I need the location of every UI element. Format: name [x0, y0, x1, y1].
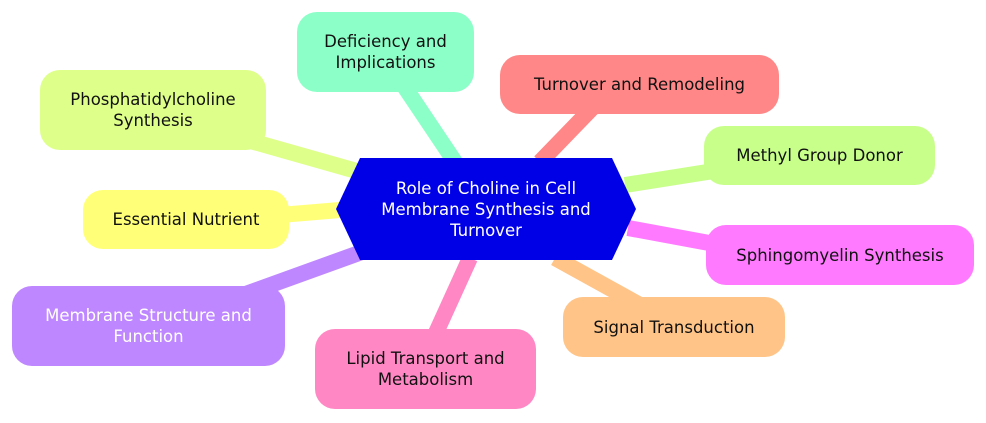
central-node-label: Role of Choline in Cell Membrane Synthes… — [381, 178, 591, 240]
branch-label: Signal Transduction — [593, 317, 755, 337]
branch-label: Membrane Structure and Function — [45, 306, 252, 346]
branch-label: Phosphatidylcholine Synthesis — [70, 90, 236, 130]
branch-node-signal-transduction[interactable]: Signal Transduction — [563, 297, 785, 357]
branch-node-phosphatidylcholine-synthesis[interactable]: Phosphatidylcholine Synthesis — [40, 70, 266, 150]
branch-label: Sphingomyelin Synthesis — [736, 245, 944, 265]
branch-node-membrane-structure-and-function[interactable]: Membrane Structure and Function — [12, 286, 285, 366]
connector-methyl — [623, 162, 722, 193]
branch-node-essential-nutrient[interactable]: Essential Nutrient — [83, 190, 289, 249]
connector-essential — [279, 202, 341, 223]
branch-label: Deficiency and Implications — [324, 32, 447, 72]
central-node[interactable]: Role of Choline in Cell Membrane Synthes… — [336, 158, 636, 260]
central-hexagon-shape — [336, 158, 636, 260]
branch-node-turnover-and-remodeling[interactable]: Turnover and Remodeling — [500, 55, 779, 114]
branch-label: Methyl Group Donor — [736, 146, 903, 165]
connector-sphingomyelin — [626, 220, 722, 253]
branch-node-sphingomyelin-synthesis[interactable]: Sphingomyelin Synthesis — [706, 225, 974, 285]
branch-label: Essential Nutrient — [112, 210, 260, 229]
branch-node-deficiency-and-implications[interactable]: Deficiency and Implications — [297, 12, 474, 92]
branch-label: Turnover and Remodeling — [533, 75, 746, 94]
connector-lipid — [427, 254, 478, 339]
branch-node-methyl-group-donor[interactable]: Methyl Group Donor — [704, 126, 935, 185]
connector-deficiency — [393, 75, 462, 167]
branch-label: Lipid Transport and Metabolism — [346, 349, 505, 389]
branch-node-lipid-transport-and-metabolism[interactable]: Lipid Transport and Metabolism — [315, 329, 536, 409]
